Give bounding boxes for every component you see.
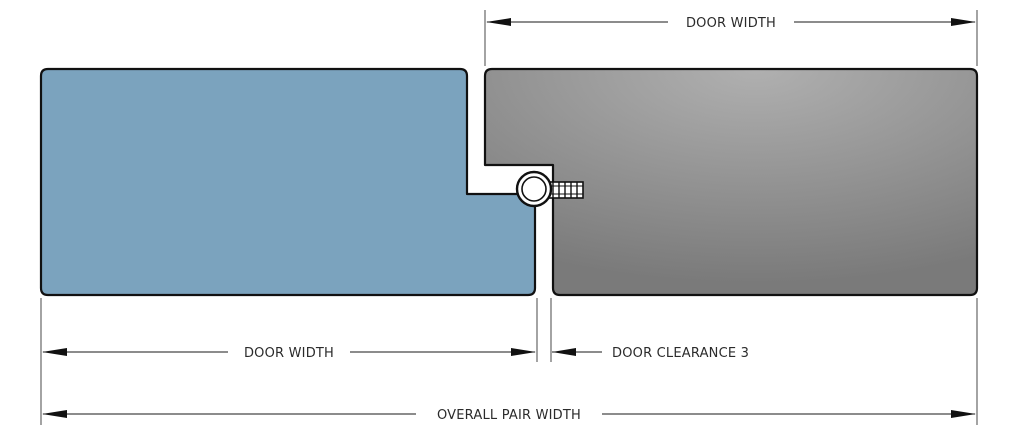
overall-pair-width-label: OVERALL PAIR WIDTH — [437, 408, 581, 423]
left-door-leaf — [39, 67, 537, 297]
top-door-width-dimension: DOOR WIDTH — [486, 16, 976, 31]
bottom-door-width-label: DOOR WIDTH — [244, 346, 334, 361]
overall-pair-width-dimension: OVERALL PAIR WIDTH — [42, 408, 976, 423]
hinge-icon — [515, 170, 584, 208]
door-clearance-label: DOOR CLEARANCE 3 — [612, 346, 749, 361]
door-clearance-dimension: DOOR CLEARANCE 3 — [552, 346, 749, 361]
bottom-door-width-dimension: DOOR WIDTH — [42, 346, 536, 361]
right-door-leaf — [483, 67, 979, 297]
top-door-width-label: DOOR WIDTH — [686, 16, 776, 31]
